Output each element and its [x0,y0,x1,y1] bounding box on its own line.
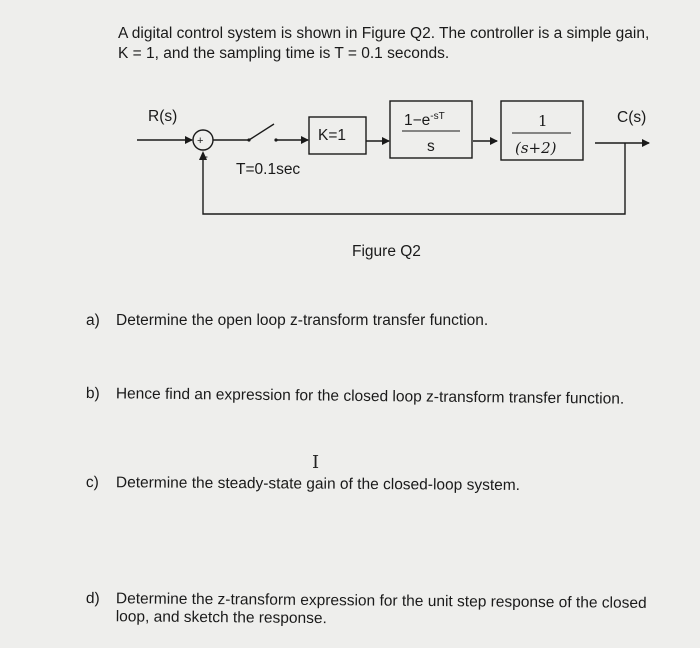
question-c-label: c) [85,474,99,492]
feedback-arrowhead [199,151,207,160]
question-b-label: b) [85,385,100,403]
sampler-label: T=0.1sec [236,161,300,178]
plus-sign: + [197,135,203,147]
question-c-text: Determine the steady-state gain of the c… [115,474,521,495]
plant-block [500,100,584,161]
intro-line-2: K = 1, and the sampling time is T = 0.1 … [118,45,450,62]
question-a: a) Determine the open loop z-transform tr… [86,312,488,330]
figure-caption: Figure Q2 [352,243,421,260]
plant-denominator: (s+2) [515,139,557,157]
zoh-denominator: s [427,138,435,155]
question-c: c) Determine the steady-state gain of the… [86,474,520,495]
question-d-label: d) [85,590,100,608]
minus-sign: - [204,149,208,163]
zoh-exponent: -sT [430,111,444,122]
zoh-block [389,100,473,159]
text-cursor-icon: I [312,452,320,473]
zoh-numerator: 1−e-sT [404,111,445,129]
intro-paragraph: A digital control system is shown in Fig… [118,24,649,64]
sampler-switch [247,123,278,142]
gain-label: K=1 [318,127,346,144]
feedback-path [202,143,626,215]
intro-line-1: A digital control system is shown in Fig… [118,25,650,42]
question-d: d)Determine the z-transform expression f… [86,590,647,631]
question-a-text: Determine the open loop z-transform tran… [116,312,489,329]
question-b: b) Hence find an expression for the close… [86,385,624,409]
output-label: C(s) [617,109,646,126]
block-diagram: R(s) + - T=0.1sec K=1 1−e-sT s [137,100,650,215]
plant-numerator: 1 [538,112,548,130]
question-a-label: a) [86,312,100,329]
input-label: R(s) [148,108,177,125]
gain-block [308,116,367,155]
question-b-text: Hence find an expression for the closed … [115,385,625,408]
